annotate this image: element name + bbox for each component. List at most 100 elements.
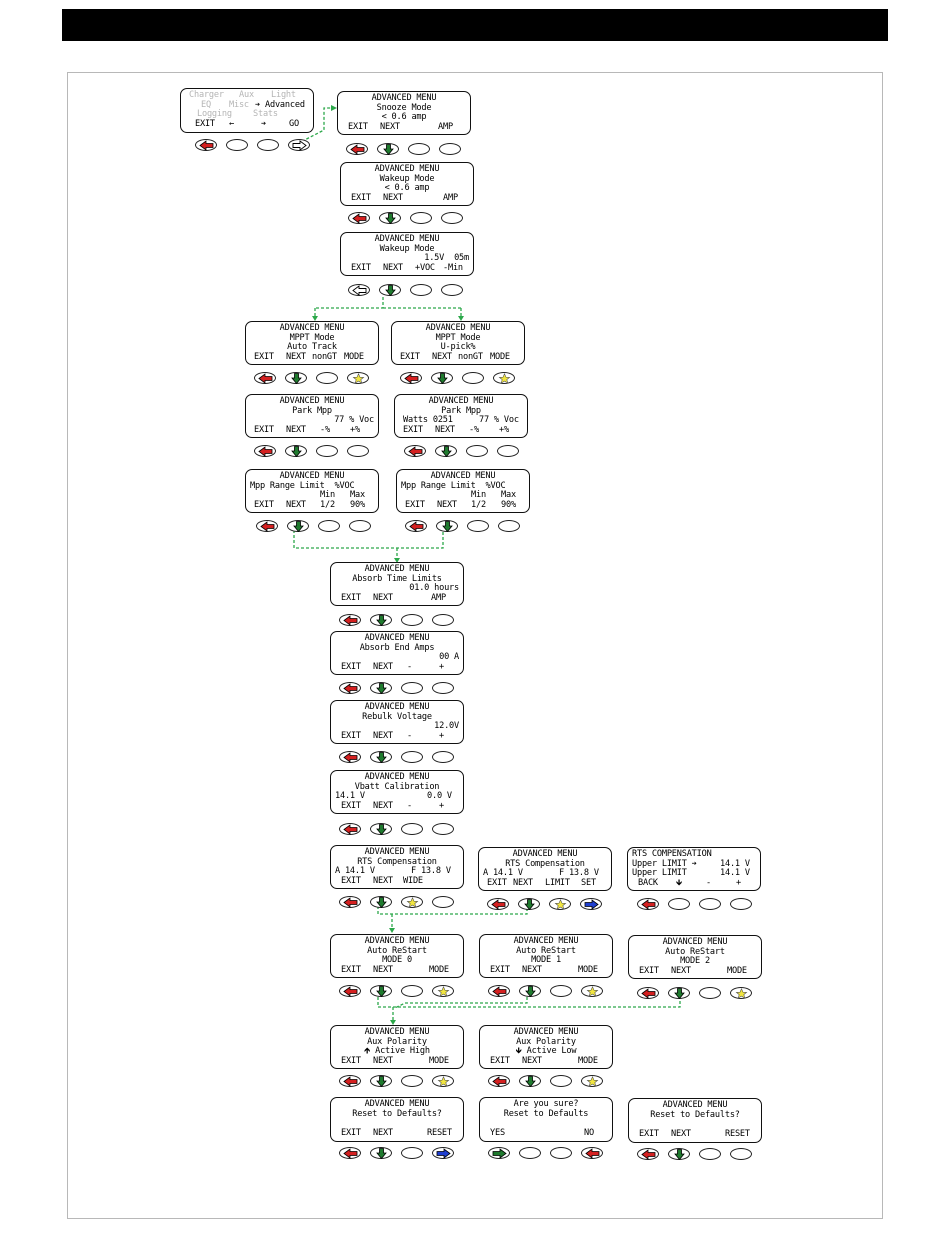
device-button[interactable] <box>432 1075 454 1087</box>
device-button[interactable] <box>401 682 423 694</box>
device-button[interactable] <box>339 682 361 694</box>
device-button[interactable] <box>699 987 721 999</box>
device-button[interactable] <box>668 1148 690 1160</box>
device-button[interactable] <box>637 987 659 999</box>
device-button[interactable] <box>497 445 519 457</box>
device-button[interactable] <box>401 1147 423 1159</box>
device-button[interactable] <box>377 143 399 155</box>
device-button[interactable] <box>370 682 392 694</box>
device-button[interactable] <box>439 143 461 155</box>
device-button[interactable] <box>370 985 392 997</box>
device-button[interactable] <box>370 896 392 908</box>
device-button[interactable] <box>730 987 752 999</box>
device-button[interactable] <box>370 1147 392 1159</box>
device-button[interactable] <box>488 1147 510 1159</box>
device-button[interactable] <box>287 520 309 532</box>
device-button[interactable] <box>257 139 279 151</box>
device-button[interactable] <box>254 372 276 384</box>
device-button[interactable] <box>519 1147 541 1159</box>
device-button[interactable] <box>432 985 454 997</box>
device-button[interactable] <box>404 445 426 457</box>
device-button[interactable] <box>405 520 427 532</box>
device-button[interactable] <box>401 896 423 908</box>
device-button[interactable] <box>410 284 432 296</box>
device-button[interactable] <box>550 985 572 997</box>
device-button[interactable] <box>285 372 307 384</box>
device-button[interactable] <box>346 143 368 155</box>
device-button[interactable] <box>347 372 369 384</box>
device-button[interactable] <box>195 139 217 151</box>
device-button[interactable] <box>498 520 520 532</box>
device-button[interactable] <box>493 372 515 384</box>
device-button[interactable] <box>730 898 752 910</box>
device-button[interactable] <box>668 987 690 999</box>
device-button[interactable] <box>432 614 454 626</box>
device-button[interactable] <box>285 445 307 457</box>
device-button[interactable] <box>550 1075 572 1087</box>
device-button[interactable] <box>550 1147 572 1159</box>
device-button[interactable] <box>581 985 603 997</box>
device-button[interactable] <box>339 751 361 763</box>
device-button[interactable] <box>288 139 310 151</box>
device-button[interactable] <box>408 143 430 155</box>
device-button[interactable] <box>379 284 401 296</box>
device-button[interactable] <box>432 751 454 763</box>
device-button[interactable] <box>339 1075 361 1087</box>
device-button[interactable] <box>730 1148 752 1160</box>
device-button[interactable] <box>431 372 453 384</box>
device-button[interactable] <box>256 520 278 532</box>
device-button[interactable] <box>432 1147 454 1159</box>
device-button[interactable] <box>581 1147 603 1159</box>
device-button[interactable] <box>518 898 540 910</box>
device-button[interactable] <box>467 520 489 532</box>
device-button[interactable] <box>339 823 361 835</box>
device-button[interactable] <box>316 372 338 384</box>
device-button[interactable] <box>549 898 571 910</box>
device-button[interactable] <box>349 520 371 532</box>
device-button[interactable] <box>370 614 392 626</box>
device-button[interactable] <box>432 682 454 694</box>
device-button[interactable] <box>348 284 370 296</box>
device-button[interactable] <box>316 445 338 457</box>
device-button[interactable] <box>348 212 370 224</box>
device-button[interactable] <box>347 445 369 457</box>
device-button[interactable] <box>254 445 276 457</box>
device-button[interactable] <box>318 520 340 532</box>
device-button[interactable] <box>466 445 488 457</box>
device-button[interactable] <box>668 898 690 910</box>
device-button[interactable] <box>401 614 423 626</box>
device-button[interactable] <box>339 614 361 626</box>
device-button[interactable] <box>432 896 454 908</box>
device-button[interactable] <box>462 372 484 384</box>
device-button[interactable] <box>339 985 361 997</box>
device-button[interactable] <box>487 898 509 910</box>
device-button[interactable] <box>488 1075 510 1087</box>
device-button[interactable] <box>370 751 392 763</box>
device-button[interactable] <box>699 898 721 910</box>
device-button[interactable] <box>226 139 248 151</box>
device-button[interactable] <box>400 372 422 384</box>
device-button[interactable] <box>370 1075 392 1087</box>
device-button[interactable] <box>488 985 510 997</box>
device-button[interactable] <box>410 212 432 224</box>
device-button[interactable] <box>519 985 541 997</box>
device-button[interactable] <box>699 1148 721 1160</box>
device-button[interactable] <box>401 985 423 997</box>
device-button[interactable] <box>432 823 454 835</box>
device-button[interactable] <box>435 445 457 457</box>
device-button[interactable] <box>370 823 392 835</box>
device-button[interactable] <box>339 896 361 908</box>
device-button[interactable] <box>379 212 401 224</box>
device-button[interactable] <box>436 520 458 532</box>
device-button[interactable] <box>637 898 659 910</box>
device-button[interactable] <box>339 1147 361 1159</box>
device-button[interactable] <box>441 284 463 296</box>
device-button[interactable] <box>519 1075 541 1087</box>
device-button[interactable] <box>441 212 463 224</box>
device-button[interactable] <box>401 751 423 763</box>
device-button[interactable] <box>580 898 602 910</box>
device-button[interactable] <box>581 1075 603 1087</box>
device-button[interactable] <box>637 1148 659 1160</box>
device-button[interactable] <box>401 1075 423 1087</box>
device-button[interactable] <box>401 823 423 835</box>
